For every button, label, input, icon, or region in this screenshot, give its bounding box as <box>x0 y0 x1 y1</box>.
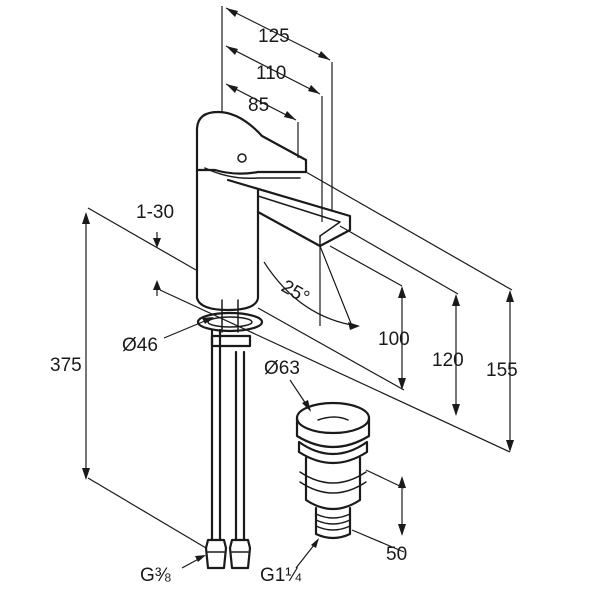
ext-line-lever-top <box>305 171 513 291</box>
dimension-lines <box>82 6 514 569</box>
base-plate <box>196 311 264 333</box>
dim-100-arrow-b <box>398 378 406 390</box>
ext-line-375-top <box>87 207 197 271</box>
waste-body <box>304 456 362 511</box>
lever-screw <box>237 153 247 163</box>
label-120: 120 <box>432 350 464 371</box>
dim-110-arrow-b <box>308 85 320 94</box>
dimension-labels: 125 110 85 1-30 25° Ø46 375 100 120 155 … <box>50 26 518 586</box>
dim-1-30-arrow-b <box>153 280 161 290</box>
angle-arrow <box>348 322 360 330</box>
angle-arc <box>263 261 359 327</box>
hose-fitting-right <box>228 538 252 570</box>
ext-line-375-bottom <box>87 477 207 549</box>
fixing-nut <box>210 334 252 348</box>
label-hose-thread: G⅜ <box>140 565 171 586</box>
lever-underside <box>204 167 301 180</box>
dim-125-line <box>225 7 331 61</box>
ext-line-50-top <box>365 469 405 489</box>
dim-120-arrow-b <box>452 404 460 416</box>
ext-line-outlet <box>329 245 403 287</box>
label-waste-thread: G1¼ <box>260 565 302 586</box>
waste-cap-highlight <box>317 416 349 421</box>
dim-1-30-arrow-a <box>153 238 161 248</box>
pop-up-waste <box>295 401 371 540</box>
dim-110-line <box>225 45 321 95</box>
label-deck-thickness: 1-30 <box>136 202 174 223</box>
label-waste-height: 50 <box>386 544 407 565</box>
dim-125-arrow-b <box>318 51 330 60</box>
faucet-spout <box>226 178 352 248</box>
dim-110-arrow-a <box>226 46 238 55</box>
ext-line-spout <box>339 225 459 295</box>
label-85: 85 <box>248 95 269 116</box>
dim-85-arrow-b <box>284 111 296 120</box>
faucet <box>195 110 352 570</box>
ext-line-50-bottom <box>351 529 405 553</box>
dim-50-arrow-a <box>398 476 406 488</box>
base-plate-inner <box>207 316 253 328</box>
g38-arrow <box>195 555 206 562</box>
label-375: 375 <box>50 355 82 376</box>
faucet-body <box>195 168 260 312</box>
ext-line-base <box>159 289 511 453</box>
dia46-arrow <box>202 317 214 324</box>
dim-375-arrow-b <box>82 468 90 480</box>
hose-fitting-left <box>204 538 228 570</box>
label-125: 125 <box>258 26 290 47</box>
label-155: 155 <box>486 360 518 381</box>
label-110: 110 <box>256 63 286 84</box>
dim-50-arrow-b <box>398 524 406 536</box>
waste-ring <box>299 471 367 494</box>
waste-thread <box>315 513 351 531</box>
angle-line-a <box>319 245 353 327</box>
dim-155-arrow-a <box>506 290 514 302</box>
waste-cap-side <box>295 416 371 448</box>
dim-120-arrow-a <box>452 294 460 306</box>
dim-125-arrow-a <box>226 8 238 17</box>
dim-100-arrow-a <box>398 286 406 298</box>
label-100: 100 <box>378 329 410 350</box>
spout-edge <box>257 195 341 237</box>
waste-outlet <box>314 506 352 540</box>
dim-85-line <box>225 83 297 121</box>
dia63-arrow <box>302 400 311 412</box>
g114-arrow <box>311 538 319 548</box>
dim-155-arrow-b <box>506 440 514 452</box>
label-waste-diameter: Ø63 <box>264 358 300 379</box>
faucet-lever <box>195 110 308 175</box>
ext-line-base-100 <box>257 307 405 391</box>
dim-375-arrow-a <box>82 212 90 224</box>
label-tap-diameter: Ø46 <box>122 335 158 356</box>
waste-flange <box>297 440 369 464</box>
label-angle: 25° <box>278 276 313 309</box>
dim-85-arrow-a <box>226 84 238 93</box>
